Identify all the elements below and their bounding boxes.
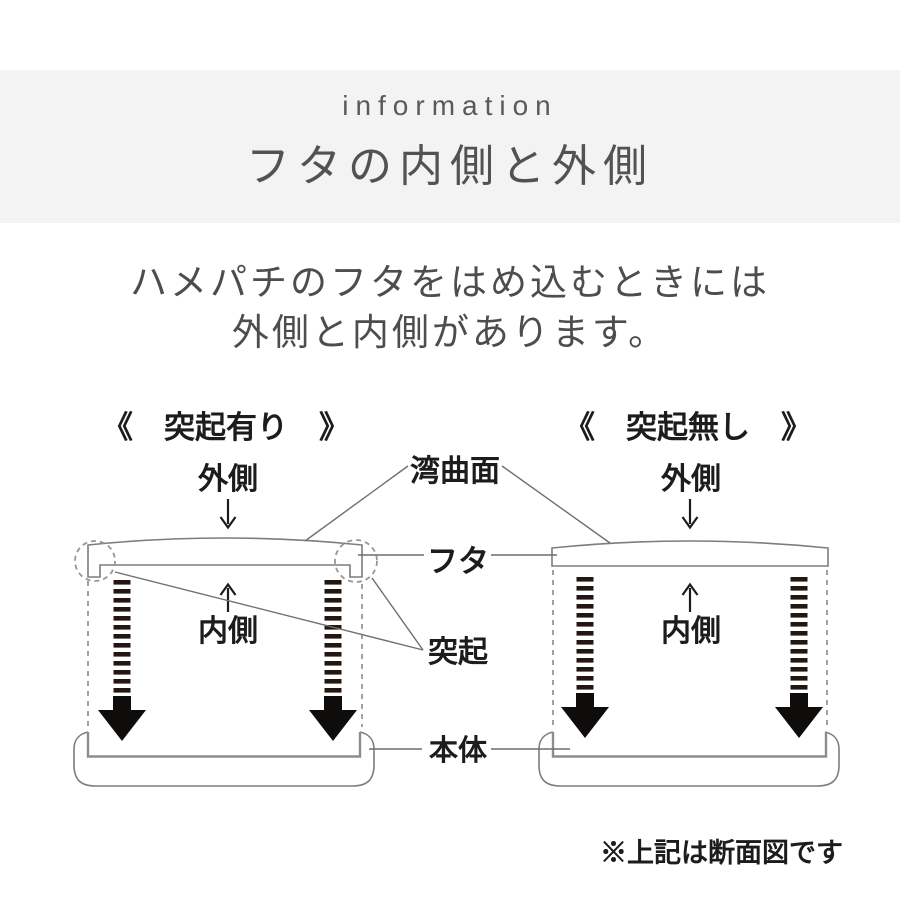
left-inner-side-label: 内側	[198, 615, 258, 648]
right-body-outer-shape	[538, 731, 840, 787]
right-insert-arrow-right	[775, 577, 823, 738]
right-heading: 《 突起無し 》	[564, 410, 812, 445]
curved-surface-leader-right	[501, 465, 611, 544]
callouts: 湾曲面 フタ 突起 本体	[114, 455, 611, 767]
protrusion-leader-left	[114, 571, 424, 651]
left-outer-side-label: 外側	[197, 463, 258, 496]
right-inner-side-label: 内側	[661, 615, 721, 648]
left-protrusion-circle-left	[74, 540, 116, 582]
right-insert-arrow-left	[561, 577, 609, 738]
left-insert-arrow-right	[309, 580, 357, 741]
curved-surface-leader-left	[304, 465, 409, 542]
left-inner-up-arrow-icon	[219, 582, 237, 612]
cross-section-note: ※上記は断面図です	[600, 838, 843, 868]
left-protrusion-circle-right	[334, 539, 378, 583]
intro-text: ハメパチのフタをはめ込むときには 外側と内側があります。	[0, 258, 900, 358]
left-diagram: 《 突起有り 》 外側 内側	[73, 410, 378, 787]
body-label: 本体	[429, 734, 488, 767]
protrusion-label: 突起	[428, 636, 489, 669]
intro-line-1: ハメパチのフタをはめ込むときには	[130, 262, 770, 303]
right-diagram: 《 突起無し 》 外側 内側	[538, 410, 840, 787]
header-eyebrow: information	[342, 90, 558, 121]
right-lid-shape	[551, 540, 829, 567]
left-lid-shape	[87, 537, 363, 578]
header-band: information フタの内側と外側	[0, 70, 900, 223]
intro-line-2: 外側と内側があります。	[231, 312, 669, 353]
page-title: フタの内側と外側	[246, 142, 654, 191]
right-inner-up-arrow-icon	[681, 582, 699, 612]
left-body-inner-shape	[86, 732, 362, 758]
curved-surface-label: 湾曲面	[410, 455, 500, 488]
right-outer-side-label: 外側	[660, 463, 721, 496]
left-outer-down-arrow-icon	[219, 499, 237, 530]
lid-label: フタ	[427, 544, 489, 579]
left-body-outer-shape	[73, 731, 375, 787]
right-body-inner-shape	[551, 732, 828, 758]
left-insert-arrow-left	[98, 580, 146, 741]
left-heading: 《 突起有り 》	[102, 410, 350, 445]
right-outer-down-arrow-icon	[681, 499, 699, 530]
protrusion-leader-right	[371, 577, 424, 651]
